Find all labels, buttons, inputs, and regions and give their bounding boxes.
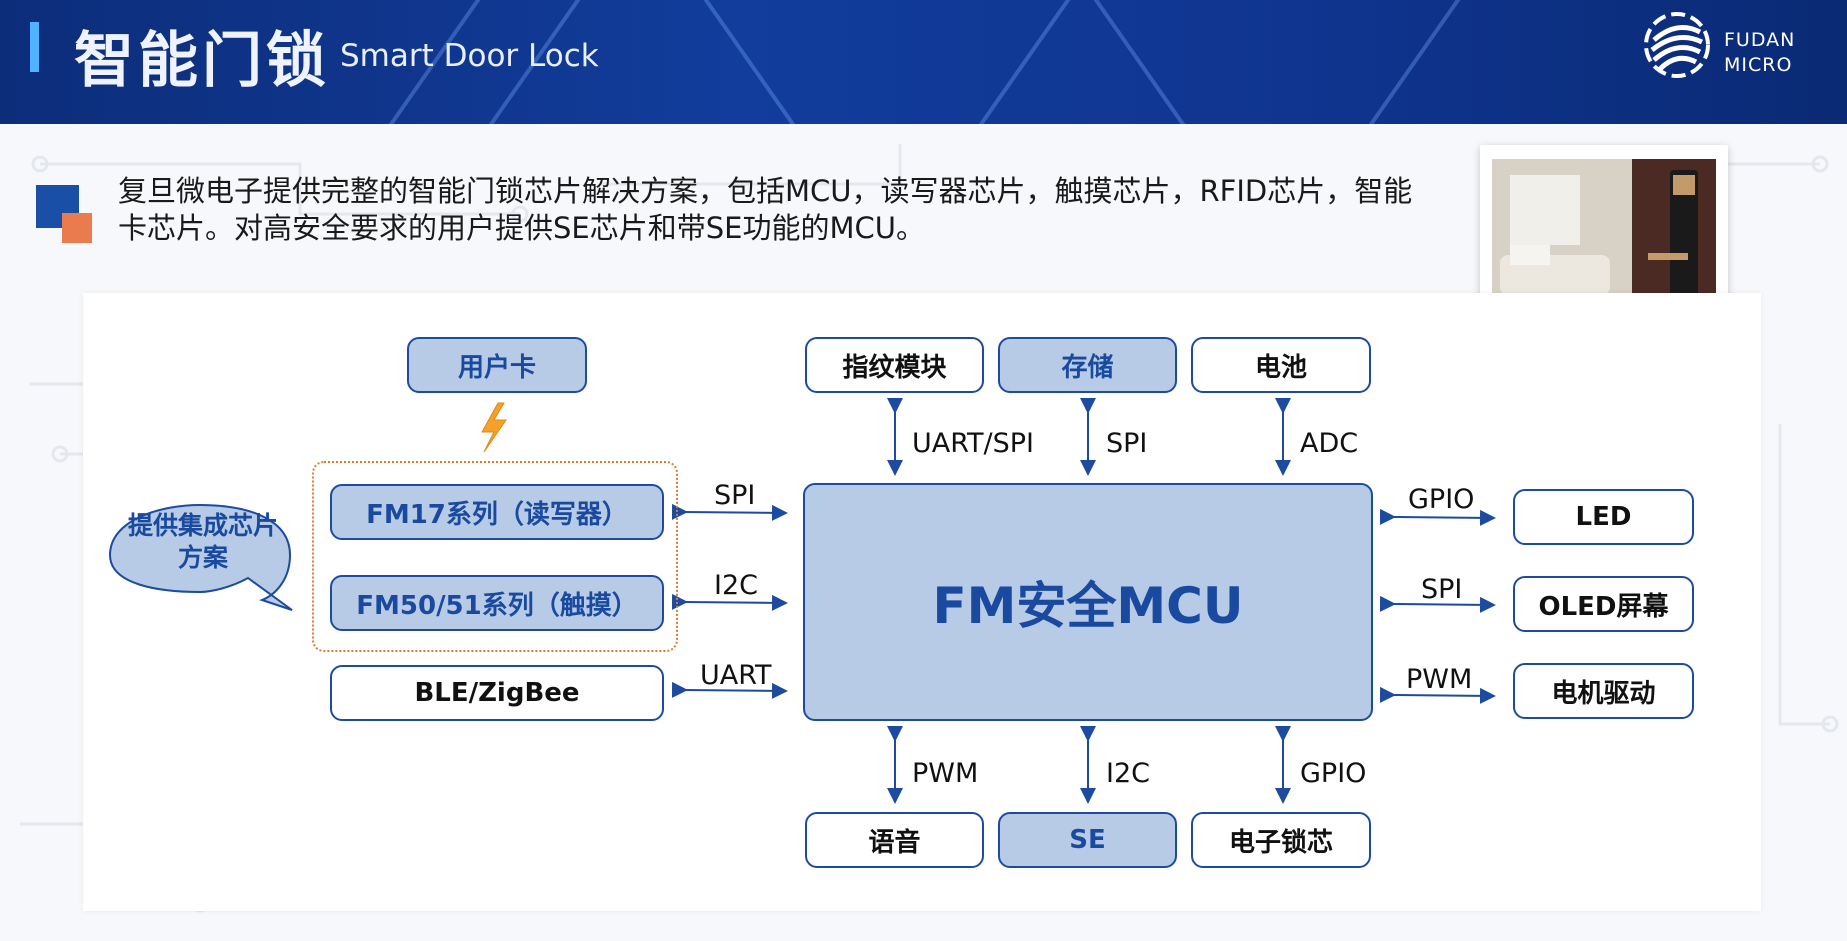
fingerprint-module-box: 指纹模块: [805, 337, 984, 393]
user-card-box: 用户卡: [407, 337, 587, 393]
if-left-spi: SPI: [714, 480, 756, 511]
page-title: 智能门锁: [74, 26, 330, 96]
intro-paragraph: 复旦微电子提供完整的智能门锁芯片解决方案，包括MCU，读写器芯片，触摸芯片，RF…: [118, 174, 1413, 245]
title-accent-bar: [30, 22, 39, 72]
if-left-uart: UART: [700, 660, 772, 691]
if-right-pwm: PWM: [1406, 664, 1473, 695]
electronic-lock-core-box: 电子锁芯: [1191, 812, 1371, 868]
storage-box: 存储: [998, 337, 1177, 393]
oled-screen-box: OLED屏幕: [1513, 576, 1694, 632]
if-bottom-i2c: I2C: [1106, 758, 1150, 789]
fm-secure-mcu-box: FM安全MCU: [803, 483, 1373, 721]
voice-box: 语音: [805, 812, 984, 868]
if-right-gpio: GPIO: [1408, 484, 1475, 515]
fudan-micro-logo-icon: [1644, 12, 1710, 78]
bubble-label: 提供集成芯片方案: [128, 511, 279, 572]
se-box: SE: [998, 812, 1177, 868]
fm50-box: FM50/51系列（触摸）: [330, 575, 664, 631]
logo-text: FUDAN MICRO: [1724, 28, 1795, 78]
led-box: LED: [1513, 489, 1694, 545]
header-banner: 智能门锁 Smart Door Lock FUDAN MICRO: [0, 0, 1847, 124]
integrated-solution-group: [312, 461, 678, 652]
ble-zigbee-box: BLE/ZigBee: [330, 665, 664, 721]
if-top-adc: ADC: [1300, 428, 1359, 459]
page-subtitle: Smart Door Lock: [340, 38, 599, 74]
if-bottom-gpio: GPIO: [1300, 758, 1367, 789]
logo-line1: FUDAN: [1724, 29, 1796, 51]
if-right-spi: SPI: [1421, 574, 1463, 605]
if-top-spi: SPI: [1106, 428, 1148, 459]
motor-driver-box: 电机驱动: [1513, 663, 1694, 719]
intro-marker-orange: [62, 213, 92, 243]
speech-bubble-shape: [108, 503, 293, 611]
logo-line2: MICRO: [1724, 54, 1793, 76]
if-top-uart-spi: UART/SPI: [912, 428, 1035, 459]
if-left-i2c: I2C: [714, 570, 758, 601]
fm17-box: FM17系列（读写器）: [330, 484, 664, 540]
lightning-icon: [481, 402, 507, 453]
battery-box: 电池: [1191, 337, 1371, 393]
if-bottom-pwm: PWM: [912, 758, 979, 789]
